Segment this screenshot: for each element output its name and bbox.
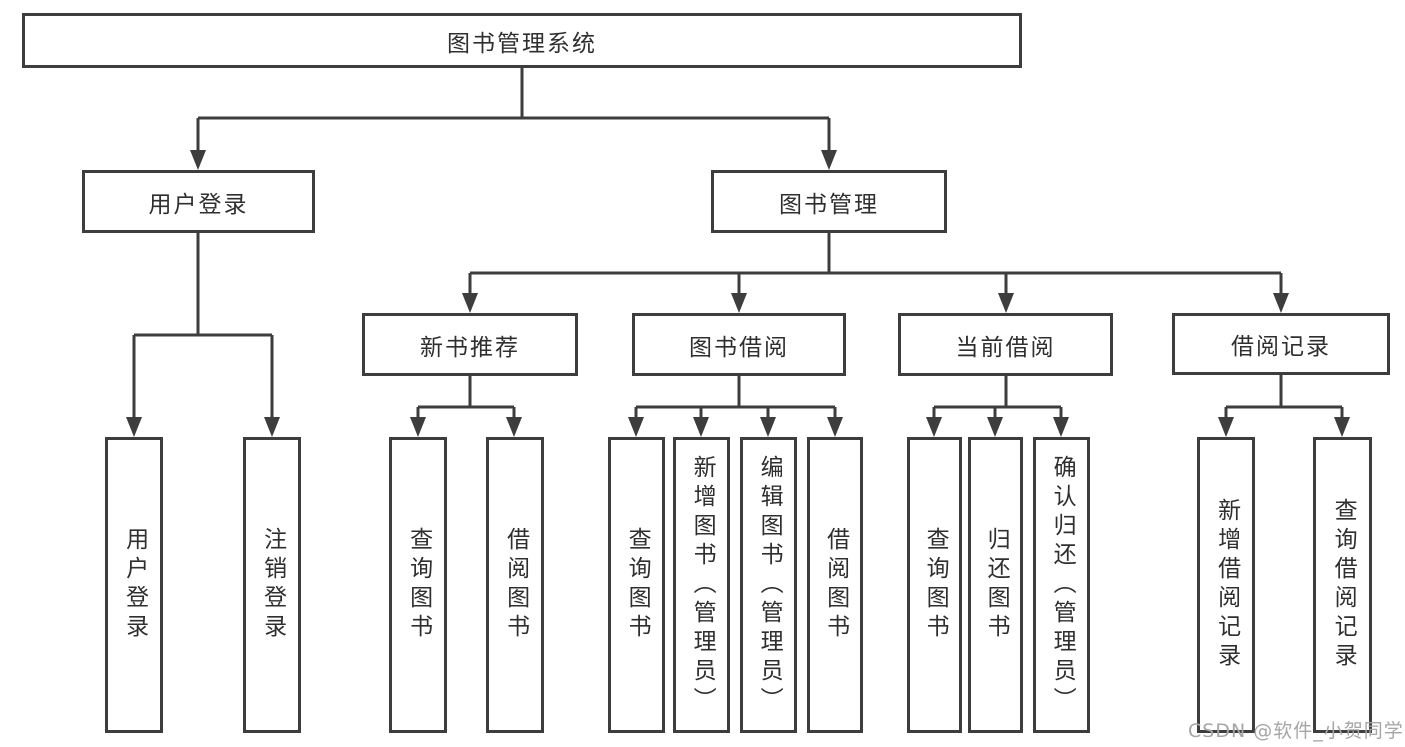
node-borrowing-records: 借阅记录	[1172, 313, 1390, 375]
node-label: 新增图书（管理员）	[689, 454, 716, 716]
leaf-query-books-recommend: 查询图书	[389, 437, 447, 733]
node-label: 确认归还（管理员）	[1049, 454, 1076, 716]
node-label: 新书推荐	[420, 334, 520, 361]
leaf-query-borrow-record: 查询借阅记录	[1313, 437, 1372, 733]
node-user-login: 用户登录	[82, 170, 315, 233]
leaf-borrow-books-borrowing: 借阅图书	[807, 437, 863, 733]
node-label: 图书管理系统	[447, 30, 597, 57]
node-label: 图书管理	[779, 191, 879, 218]
node-label: 查询图书	[405, 527, 432, 643]
leaf-query-books-borrowing: 查询图书	[608, 437, 665, 733]
node-label: 借阅图书	[822, 527, 849, 643]
leaf-add-borrow-record: 新增借阅记录	[1197, 437, 1255, 733]
node-label: 新增借阅记录	[1213, 498, 1240, 672]
node-current-borrowing: 当前借阅	[898, 313, 1113, 376]
node-label: 用户登录	[121, 527, 148, 643]
node-label: 用户登录	[148, 191, 249, 218]
node-label: 查询借阅记录	[1330, 498, 1357, 672]
leaf-logout: 注销登录	[243, 437, 301, 733]
node-label: 图书借阅	[689, 334, 789, 361]
leaf-return-books: 归还图书	[968, 437, 1023, 733]
node-library-management-system: 图书管理系统	[22, 13, 1022, 68]
leaf-add-book-admin: 新增图书（管理员）	[673, 437, 730, 733]
node-book-management: 图书管理	[711, 170, 947, 233]
node-label: 当前借阅	[955, 334, 1056, 361]
node-label: 归还图书	[983, 527, 1010, 643]
node-label: 注销登录	[259, 527, 286, 643]
node-label: 借阅记录	[1231, 334, 1331, 360]
node-label: 编辑图书（管理员）	[756, 454, 783, 716]
node-book-borrowing: 图书借阅	[632, 313, 846, 376]
node-label: 查询图书	[922, 527, 949, 643]
leaf-borrow-books-recommend: 借阅图书	[486, 437, 544, 733]
leaf-edit-book-admin: 编辑图书（管理员）	[740, 437, 797, 733]
leaf-user-login: 用户登录	[105, 437, 163, 733]
node-label: 查询图书	[624, 527, 651, 643]
leaf-confirm-return-admin: 确认归还（管理员）	[1033, 437, 1090, 733]
node-label: 借阅图书	[502, 527, 529, 643]
node-new-book-recommendation: 新书推荐	[362, 313, 578, 376]
watermark: CSDN @软件_小贺同学	[1188, 720, 1404, 742]
arrowheads	[126, 150, 1350, 437]
leaf-query-books-current: 查询图书	[907, 437, 962, 733]
